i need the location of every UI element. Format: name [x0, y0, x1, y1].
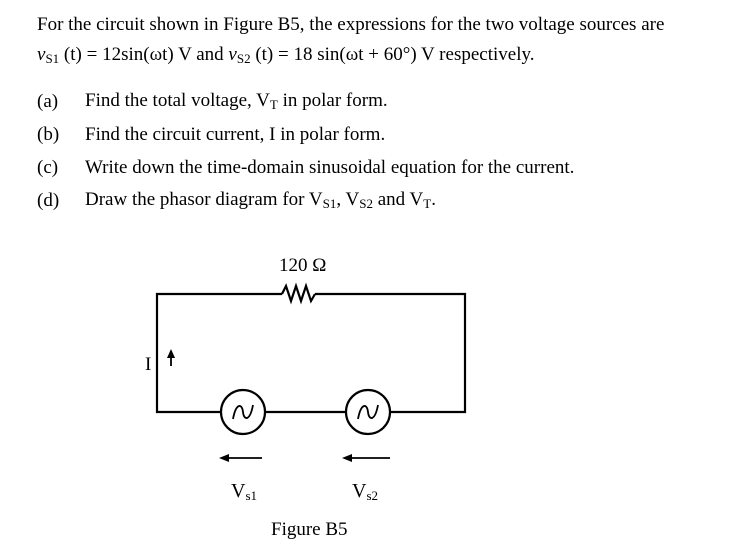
figure-caption: Figure B5 — [271, 519, 348, 540]
vs1-symbol: v — [37, 44, 46, 65]
vs2-expression: (t) = 18 sin(ωt + 60°) V respectively. — [250, 44, 535, 65]
part-c-text: Write down the time-domain sinusoidal eq… — [85, 156, 575, 178]
part-a: (a) Find the total voltage, VT in polar … — [37, 85, 574, 118]
source2-label-sub: s2 — [366, 488, 378, 503]
part-b: (b) Find the circuit current, I in polar… — [37, 118, 574, 151]
part-text: Draw the phasor diagram for VS1, VS2 and… — [85, 189, 436, 212]
part-label: (d) — [37, 189, 60, 211]
intro-line-1: For the circuit shown in Figure B5, the … — [37, 14, 665, 35]
resistor-label: 120 Ω — [279, 255, 326, 276]
source1-label-sub: s1 — [245, 488, 257, 503]
part-d-sub2: S2 — [359, 196, 373, 211]
part-d: (d) Draw the phasor diagram for VS1, VS2… — [37, 184, 574, 217]
ac-wave-icon — [232, 404, 254, 420]
current-label: I — [145, 354, 151, 375]
part-text: Find the total voltage, VT in polar form… — [85, 90, 388, 113]
part-a-text: Find the total voltage, V — [85, 90, 270, 111]
part-d-sub1: S1 — [322, 196, 337, 211]
part-d-tail3: . — [431, 189, 436, 210]
vs1-expression: (t) = 12sin(ωt) V and — [59, 44, 229, 65]
source1-arrow-head — [219, 454, 229, 462]
vs1-subscript: S1 — [45, 51, 60, 66]
voltage-source-2 — [344, 388, 392, 436]
part-d-tail1: , V — [336, 189, 360, 210]
part-c: (c) Write down the time-domain sinusoida… — [37, 151, 574, 184]
source1-label: Vs1 — [231, 480, 257, 503]
vs2-symbol: v — [228, 44, 237, 65]
part-label: (b) — [37, 123, 60, 145]
part-a-sub: T — [269, 97, 278, 112]
part-label: (c) — [37, 156, 59, 178]
part-d-text: Draw the phasor diagram for V — [85, 189, 323, 210]
ac-wave-icon — [357, 404, 379, 420]
vs2-subscript: S2 — [236, 51, 251, 66]
part-b-text: Find the circuit current, I in polar for… — [85, 123, 386, 145]
current-arrow-head — [167, 349, 175, 358]
source2-arrow-head — [342, 454, 352, 462]
voltage-source-1 — [219, 388, 267, 436]
part-d-tail2: and V — [372, 189, 424, 210]
question-parts: (a) Find the total voltage, VT in polar … — [37, 85, 574, 217]
question-intro: For the circuit shown in Figure B5, the … — [37, 10, 737, 74]
part-d-sub3: T — [423, 196, 432, 211]
source2-label-main: V — [352, 480, 367, 502]
intro-line-2: vS1 (t) = 12sin(ωt) V and vS2 (t) = 18 s… — [37, 40, 737, 74]
source1-label-main: V — [231, 480, 246, 502]
part-a-tail: in polar form. — [277, 90, 388, 111]
part-label: (a) — [37, 90, 59, 112]
source2-label: Vs2 — [352, 480, 378, 503]
resistor-symbol — [281, 282, 316, 305]
